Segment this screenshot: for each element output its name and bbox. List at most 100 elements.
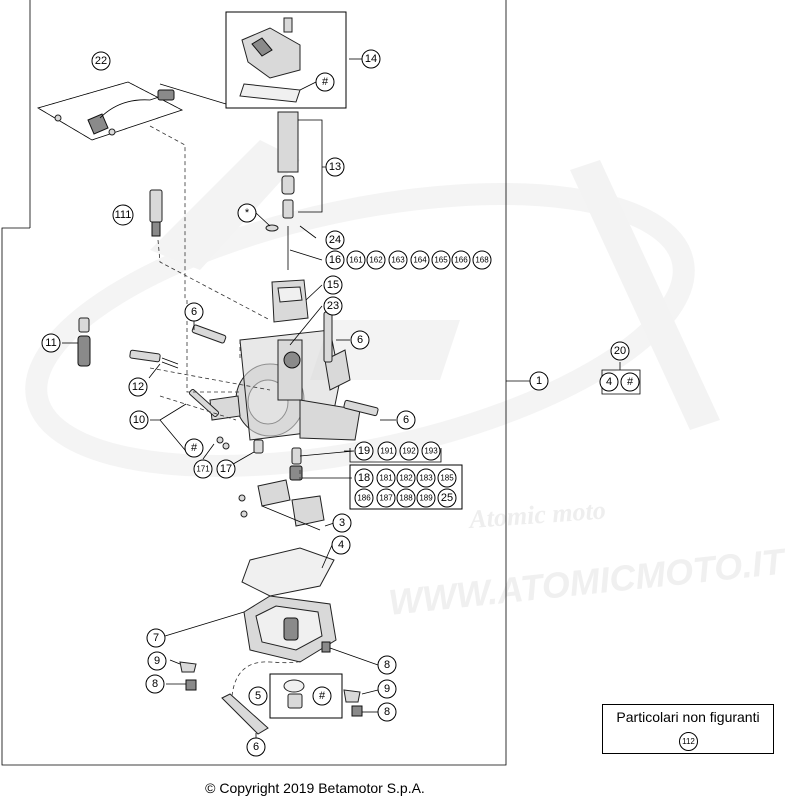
callout-191: 191 xyxy=(377,441,397,461)
callout-164: 164 xyxy=(410,250,430,270)
svg-text:171: 171 xyxy=(196,465,210,474)
svg-text:5: 5 xyxy=(255,690,261,702)
svg-text:10: 10 xyxy=(133,414,145,426)
part-18-jet xyxy=(289,465,303,481)
svg-text:#: # xyxy=(319,690,326,702)
svg-text:8: 8 xyxy=(384,706,390,718)
svg-text:161: 161 xyxy=(349,256,363,265)
svg-text:14: 14 xyxy=(365,53,377,65)
callout-20: 20 xyxy=(610,341,630,361)
svg-text:22: 22 xyxy=(95,55,107,67)
callout-6-a: 6 xyxy=(184,302,204,322)
callout-20-hash: # xyxy=(620,372,640,392)
part-3-float xyxy=(238,479,325,531)
svg-text:6: 6 xyxy=(191,306,197,318)
svg-text:181: 181 xyxy=(379,474,393,483)
carburetor-body xyxy=(209,329,361,441)
svg-text:13: 13 xyxy=(329,161,341,173)
callout-9-a: 9 xyxy=(147,651,167,671)
callout-192: 192 xyxy=(399,441,419,461)
callout-4: 4 xyxy=(331,535,351,555)
callout-165: 165 xyxy=(431,250,451,270)
callout-111: 111 xyxy=(112,204,134,226)
callout-11: 11 xyxy=(41,333,61,353)
part-6-rod-lower xyxy=(343,399,379,417)
svg-text:6: 6 xyxy=(403,414,409,426)
callout-14: 14 xyxy=(361,49,381,69)
legend-title: Particolari non figuranti xyxy=(616,709,760,725)
callout-16: 16 xyxy=(325,250,345,270)
svg-text:182: 182 xyxy=(399,474,413,483)
callout-183: 183 xyxy=(416,468,436,488)
callout-181: 181 xyxy=(376,468,396,488)
svg-text:12: 12 xyxy=(132,381,144,393)
callout-188: 188 xyxy=(396,488,416,508)
svg-text:8: 8 xyxy=(384,659,390,671)
callout-25: 25 xyxy=(437,488,457,508)
non-shown-parts-legend: Particolari non figuranti 112 xyxy=(602,704,774,754)
svg-text:#: # xyxy=(627,376,634,388)
callout-1: 1 xyxy=(529,371,549,391)
watermark-url: WWW.ATOMICMOTO.IT xyxy=(387,540,787,623)
svg-text:7: 7 xyxy=(153,632,159,644)
svg-text:189: 189 xyxy=(419,494,433,503)
callout-22: 22 xyxy=(91,51,111,71)
part-8-bolt-top xyxy=(321,641,331,653)
part-6-hose xyxy=(221,693,269,735)
svg-text:#: # xyxy=(191,442,198,454)
callout-163: 163 xyxy=(388,250,408,270)
part-9-clip-right xyxy=(343,689,361,703)
svg-text:#: # xyxy=(322,76,329,88)
svg-text:*: * xyxy=(245,207,250,219)
callout-17: 17 xyxy=(216,459,236,479)
part-8-bolt-left xyxy=(185,679,197,691)
callout-193: 193 xyxy=(421,441,441,461)
svg-text:187: 187 xyxy=(379,494,393,503)
callout-5: 5 xyxy=(248,686,268,706)
svg-text:166: 166 xyxy=(454,256,468,265)
svg-text:163: 163 xyxy=(391,256,405,265)
part-4-gasket xyxy=(241,547,335,597)
svg-text:193: 193 xyxy=(424,447,438,456)
svg-text:9: 9 xyxy=(154,655,160,667)
callout-15: 15 xyxy=(323,275,343,295)
svg-text:23: 23 xyxy=(327,300,339,312)
part-11-screw xyxy=(77,317,91,367)
svg-text:4: 4 xyxy=(338,539,344,551)
callout-6-d: 6 xyxy=(246,737,266,757)
svg-text:15: 15 xyxy=(327,279,339,291)
callout-187: 187 xyxy=(376,488,396,508)
svg-text:188: 188 xyxy=(399,494,413,503)
part-9-clip-left xyxy=(179,661,197,673)
callout-19: 19 xyxy=(354,441,374,461)
part-14-throttle-cam xyxy=(225,11,347,109)
callout-8-c: 8 xyxy=(377,702,397,722)
callout-23: 23 xyxy=(323,296,343,316)
copyright-footer: © Copyright 2019 Betamotor S.p.A. xyxy=(205,780,425,796)
callout-24: 24 xyxy=(325,230,345,250)
part-5-drain-plug xyxy=(269,673,343,719)
part-6-rod-left xyxy=(191,324,227,344)
part-7-float-bowl xyxy=(243,595,337,663)
svg-text:8: 8 xyxy=(152,678,158,690)
callout-168: 168 xyxy=(472,250,492,270)
svg-text:9: 9 xyxy=(384,683,390,695)
svg-text:6: 6 xyxy=(357,334,363,346)
callout-161: 161 xyxy=(346,250,366,270)
part-19-jet xyxy=(291,447,302,465)
watermark-logo: Atomic moto xyxy=(466,496,606,535)
svg-text:3: 3 xyxy=(339,517,345,529)
svg-text:183: 183 xyxy=(419,474,433,483)
callout-8-a: 8 xyxy=(377,655,397,675)
svg-text:11: 11 xyxy=(45,337,56,349)
svg-text:24: 24 xyxy=(329,234,341,246)
callout-10: 10 xyxy=(129,410,149,430)
part-17-jet xyxy=(253,439,264,454)
svg-text:162: 162 xyxy=(369,256,383,265)
callout-166: 166 xyxy=(451,250,471,270)
callout-186: 186 xyxy=(354,488,374,508)
svg-text:18: 18 xyxy=(358,472,370,484)
svg-text:25: 25 xyxy=(441,492,453,504)
callout-10-hash: # xyxy=(184,438,204,458)
